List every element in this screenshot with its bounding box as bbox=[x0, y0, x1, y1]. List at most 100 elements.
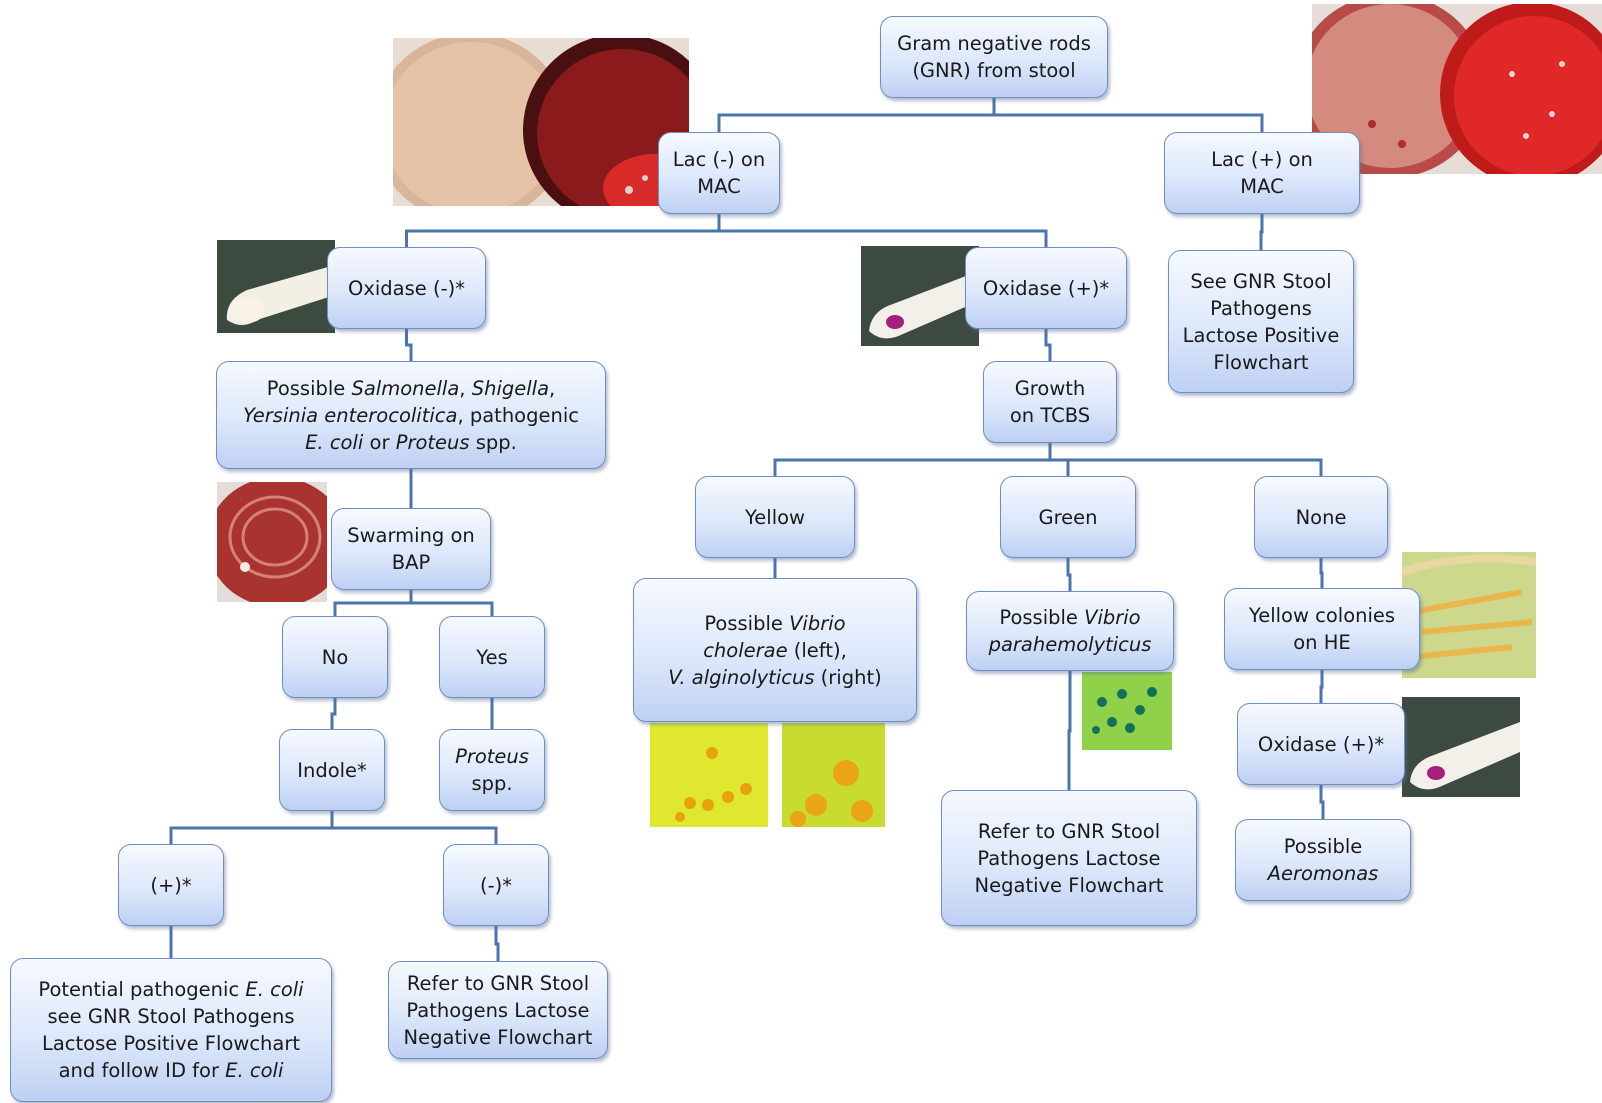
text-run: (right) bbox=[814, 665, 882, 689]
node-text: Lac (-) on MAC bbox=[673, 146, 765, 200]
connector-none-to-yellow_he bbox=[1319, 558, 1324, 588]
italic-text: Salmonella bbox=[351, 376, 460, 400]
node-text-line: Pathogens Lactose bbox=[406, 998, 590, 1022]
node-gram-negative-rods: Gram negative rods(GNR) from stool bbox=[880, 16, 1108, 98]
connector-lac_neg-to-oxidase_neg bbox=[405, 214, 721, 247]
text-run: or bbox=[363, 430, 396, 454]
node-yellow-colonies-on-he: Yellow colonies on HE bbox=[1224, 588, 1420, 670]
text-run: Potential pathogenic bbox=[38, 978, 246, 1001]
node-text: Green bbox=[1038, 504, 1097, 531]
text-run: (left), bbox=[787, 638, 847, 662]
italic-text: Shigella bbox=[471, 376, 550, 400]
connector-no-to-indole bbox=[330, 698, 337, 729]
node-text-line: (+)* bbox=[150, 873, 192, 897]
node-text: Oxidase (-)* bbox=[348, 275, 465, 302]
node-text: Yes bbox=[476, 644, 507, 671]
connector-green-to-possible_vibrio_para bbox=[1066, 558, 1072, 591]
node-oxidase-positive: Oxidase (+)* bbox=[965, 247, 1127, 329]
node-text-line: No bbox=[321, 645, 349, 669]
node-text-line: Pathogens Lactose bbox=[977, 846, 1161, 870]
node-text: Oxidase (+)* bbox=[983, 275, 1109, 302]
node-text-line: on HE bbox=[1293, 631, 1351, 654]
text-run: spp. bbox=[469, 430, 517, 454]
connector-yellow_he-to-oxidase_pos_2 bbox=[1319, 670, 1324, 703]
node-text-line: See GNR Stool bbox=[1190, 269, 1332, 293]
proteus-swarming-bap-photo bbox=[217, 482, 327, 602]
italic-text: cholerae bbox=[703, 638, 788, 662]
connector-growth_tcbs-to-none bbox=[1048, 443, 1323, 476]
node-text-line: MAC bbox=[697, 175, 741, 198]
connector-oxidase_pos_2-to-possible_aeromonas bbox=[1319, 785, 1325, 819]
italic-text: Aeromonas bbox=[1267, 862, 1379, 885]
text-run: , bbox=[459, 376, 472, 400]
node-text-line: Swarming on bbox=[347, 524, 475, 547]
connector-swarming_bap-to-yes bbox=[409, 590, 494, 616]
node-text: Gram negative rods(GNR) from stool bbox=[897, 30, 1091, 84]
text-run: , bbox=[549, 376, 556, 400]
italic-text: parahemolyticus bbox=[988, 633, 1152, 656]
node-swarming-no: No bbox=[282, 616, 388, 698]
node-text-line: Possible Salmonella, Shigella, bbox=[243, 375, 579, 402]
text-run: spp. bbox=[471, 772, 513, 795]
node-text-line: (-)* bbox=[479, 873, 512, 897]
text-run: and follow ID for bbox=[58, 1059, 226, 1082]
node-text-line: Yellow colonies bbox=[1248, 604, 1396, 627]
oxidase-positive-swab-photo-2 bbox=[1402, 697, 1520, 797]
node-text: Yellow colonies on HE bbox=[1249, 602, 1395, 656]
oxidase-negative-swab-photo bbox=[217, 240, 335, 333]
node-text-line: Lactose Positive Flowchart bbox=[38, 1030, 303, 1057]
connector-indole-to-indole_neg bbox=[330, 811, 498, 844]
connector-indole_neg-to-refer_lac_neg_left bbox=[494, 926, 500, 961]
connector-oxidase_pos-to-growth_tcbs bbox=[1044, 329, 1052, 361]
node-text-line: BAP bbox=[391, 551, 431, 574]
connector-lac_pos-to-lac_pos_ref bbox=[1259, 214, 1264, 250]
vibrio-alginolyticus-tcbs-photo bbox=[782, 723, 885, 827]
italic-text: Proteus bbox=[395, 430, 470, 454]
node-text-line: Potential pathogenic E. coli bbox=[38, 976, 303, 1003]
node-oxidase-negative: Oxidase (-)* bbox=[327, 247, 486, 329]
italic-text: Yersinia enterocolitica bbox=[243, 403, 458, 427]
node-text-line: spp. bbox=[455, 770, 529, 797]
node-text-line: Negative Flowchart bbox=[974, 873, 1164, 897]
node-tcbs-green: Green bbox=[1000, 476, 1136, 558]
connector-swarming_bap-to-no bbox=[333, 590, 413, 616]
node-text-line: E. coli or Proteus spp. bbox=[243, 429, 579, 456]
connector-oxidase_neg-to-possible_salmonella bbox=[405, 329, 413, 361]
italic-text: V. alginolyticus bbox=[668, 665, 815, 689]
node-indole-positive: (+)* bbox=[118, 844, 224, 926]
node-text-line: V. alginolyticus (right) bbox=[668, 664, 881, 691]
node-swarming-on-bap: Swarming on BAP bbox=[331, 508, 491, 590]
connector-growth_tcbs-to-yellow bbox=[773, 443, 1052, 476]
node-text-line: see GNR Stool Pathogens bbox=[38, 1003, 303, 1030]
node-text-line: parahemolyticus bbox=[989, 631, 1152, 658]
connector-lac_neg-to-oxidase_pos bbox=[717, 214, 1048, 247]
vibrio-parahemolyticus-tcbs-photo bbox=[1082, 672, 1172, 750]
node-text: (-)* bbox=[480, 872, 512, 899]
node-text-line: Yellow bbox=[744, 505, 806, 529]
node-text: Possible Salmonella, Shigella,Yersinia e… bbox=[243, 375, 579, 456]
text-run: , pathogenic bbox=[457, 403, 579, 427]
text-run: Possible bbox=[1283, 835, 1363, 858]
node-text-line: Possible bbox=[1268, 833, 1379, 860]
node-text-line: on TCBS bbox=[1009, 404, 1091, 427]
node-text-line: Lac (-) on bbox=[672, 148, 766, 171]
node-indole-negative: (-)* bbox=[443, 844, 549, 926]
node-text-line: Refer to GNR Stool bbox=[977, 819, 1161, 843]
text-run: Possible bbox=[266, 376, 352, 400]
text-run: Possible bbox=[999, 606, 1085, 629]
vibrio-cholerae-tcbs-photo bbox=[650, 723, 768, 827]
